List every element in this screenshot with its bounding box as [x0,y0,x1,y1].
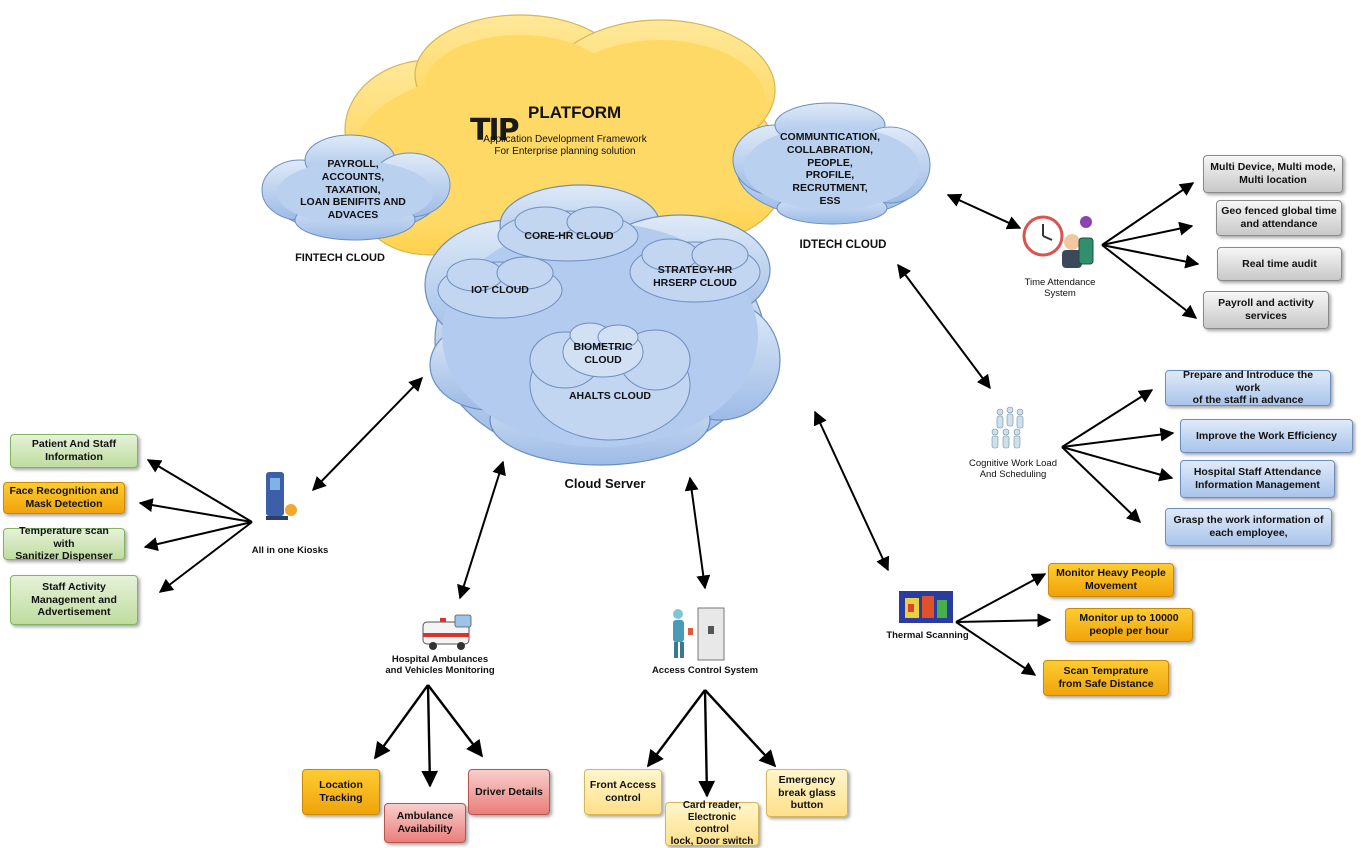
strategy-hr-cloud [629,238,761,303]
kiosk-item-face-recognition: Face Recognition and Mask Detection [3,482,125,514]
cognitive-item-efficiency: Improve the Work Efficiency [1180,419,1353,453]
ambulance-label: Hospital Ambulances and Vehicles Monitor… [385,654,495,677]
medical-staff-icon [991,406,1024,449]
thermal-item-safe-distance: Scan Temprature from Safe Distance [1043,660,1169,696]
cognitive-item-grasp: Grasp the work information of each emplo… [1165,508,1332,546]
idtech-cloud-text: COMMUNTICATION, COLLABRATION, PEOPLE, PR… [779,131,881,207]
platform-logo: TIP [470,94,530,148]
core-hr-cloud-label: CORE-HR CLOUD [524,230,614,242]
cognitive-item-attendance: Hospital Staff Attendance Information Ma… [1180,460,1335,498]
thermal-arrows [955,573,1052,676]
kiosk-item-patient-info: Patient And Staff Information [10,434,138,468]
kiosk-item-staff-activity: Staff Activity Management and Advertisem… [10,575,138,625]
iot-cloud-label: IOT CLOUD [471,284,529,296]
access-item-front: Front Access control [584,769,662,815]
cloud-server-label: Cloud Server [564,476,646,491]
access-item-card: Card reader, Electronic control lock, Do… [665,800,759,847]
biometric-cloud [562,322,644,378]
ambulance-item-location: Location Tracking [302,769,380,815]
thermal-item-heavy-movement: Monitor Heavy People Movement [1048,563,1174,597]
connector-arrows [312,193,1022,600]
ambulance-arrows [374,684,484,788]
thermal-label: Thermal Scanning [886,630,969,641]
idtech-cloud-label: IDTECH CLOUD [799,239,887,251]
cognitive-item-prepare: Prepare and Introduce the work of the st… [1165,369,1331,406]
strategy-hr-cloud-label: STRATEGY-HR HRSERP CLOUD [653,264,737,289]
time-arrows [1101,182,1200,319]
ambulance-icon [422,614,472,650]
time-item-audit: Real time audit [1217,247,1342,281]
time-attendance-label: Time Attendance System [1024,277,1096,300]
fintech-cloud-text: PAYROLL, ACCOUNTS, TAXATION, LOAN BENIFI… [300,158,406,222]
cognitive-arrows [1061,389,1175,523]
thermal-item-10000-people: Monitor up to 10000 people per hour [1065,608,1193,642]
fintech-cloud-label: FINTECH CLOUD [295,252,385,264]
platform-subtitle: Application Development Framework For En… [483,134,647,157]
platform-title: PLATFORM [528,103,622,122]
kiosk-label: All in one Kiosks [251,545,329,556]
access-arrows [646,689,777,798]
access-label: Access Control System [651,665,759,676]
door-access-icon [673,607,725,661]
biometric-cloud-label: BIOMETRIC CLOUD [573,341,633,366]
ambulance-item-driver: Driver Details [468,769,550,815]
kiosk-arrows [138,459,253,593]
iot-cloud [437,256,563,319]
thermal-camera-icon [899,591,953,623]
ahalts-cloud-label: AHALTS CLOUD [568,390,652,402]
tip-logo-text: TIP [470,112,520,148]
time-item-multi-device: Multi Device, Multi mode, Multi location [1203,155,1343,193]
time-item-geo-fenced: Geo fenced global time and attendance [1216,200,1342,236]
core-hr-cloud [497,206,639,262]
access-item-emergency: Emergency break glass button [766,769,848,817]
clock-attendance-icon [1022,215,1094,268]
kiosk-item-temperature-scan: Temperature scan with Sanitizer Dispense… [3,525,125,562]
ambulance-item-availability: Ambulance Availability [384,803,466,843]
kiosk-icon [266,472,297,520]
cognitive-label: Cognitive Work Load And Scheduling [968,458,1057,481]
time-item-payroll: Payroll and activity services [1203,291,1329,329]
